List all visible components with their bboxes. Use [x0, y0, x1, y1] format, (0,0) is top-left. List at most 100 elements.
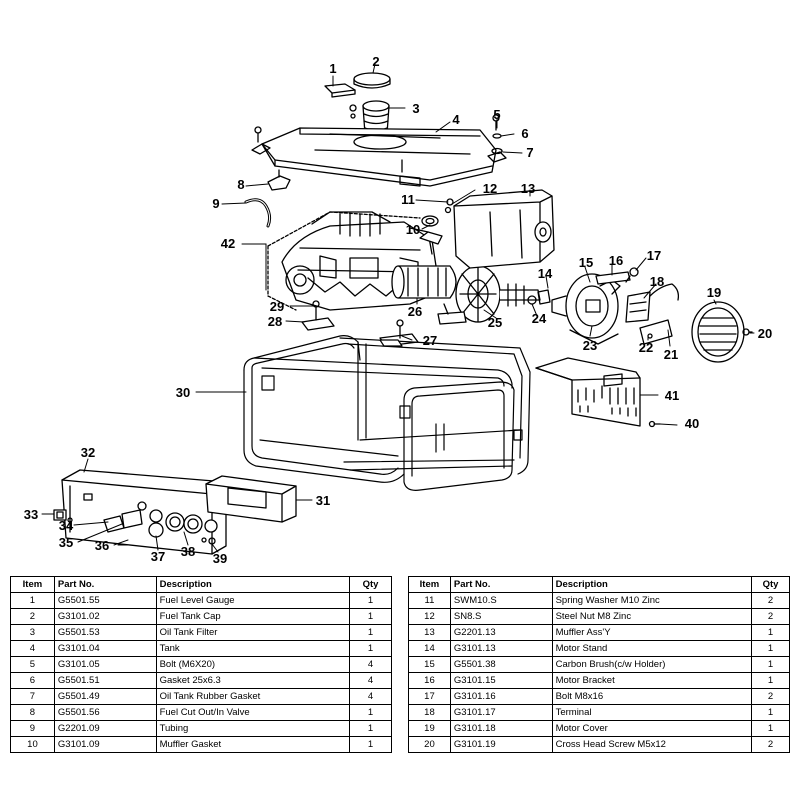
- callout-40: 40: [685, 416, 699, 431]
- qty-cell: 1: [751, 672, 790, 689]
- item-cell: 4: [10, 640, 55, 657]
- description-cell: Oil Tank Rubber Gasket: [155, 688, 351, 705]
- exploded-parts-diagram: 1 2 3 4 5 6 7 8 9 10 11 12 13 14 15 16 1…: [24, 54, 772, 566]
- description-cell: Gasket 25x6.3: [155, 672, 351, 689]
- callout-26: 26: [408, 304, 422, 319]
- qty-cell: 4: [349, 672, 392, 689]
- callout-22: 22: [639, 340, 653, 355]
- callout-41: 41: [665, 388, 679, 403]
- callout-9: 9: [212, 196, 219, 211]
- item-cell: 15: [408, 656, 451, 673]
- part-no-cell: G5501.55: [53, 592, 157, 609]
- item-cell: 1: [10, 592, 55, 609]
- callout-16: 16: [609, 253, 623, 268]
- frame: [243, 335, 531, 491]
- qty-cell: 1: [751, 640, 790, 657]
- panel-switch: [53, 509, 67, 521]
- callout-18: 18: [650, 274, 664, 289]
- item-cell: 10: [10, 736, 55, 753]
- part-no-cell: G3101.04: [53, 640, 157, 657]
- callout-29: 29: [270, 299, 284, 314]
- generator-end-housing: [551, 273, 621, 345]
- callout-numbers: 1 2 3 4 5 6 7 8 9 10 11 12 13 14 15 16 1…: [24, 54, 772, 566]
- tank: [251, 127, 507, 187]
- description-cell: Motor Cover: [551, 720, 753, 737]
- fuel-level-gauge: [324, 83, 356, 98]
- description-cell: Muffler Gasket: [155, 736, 351, 753]
- item-cell: 11: [408, 592, 451, 609]
- callout-13: 13: [521, 181, 535, 196]
- description-cell: Tank: [155, 640, 351, 657]
- description-cell: Bolt M8x16: [551, 688, 753, 705]
- col-description-header: Description: [155, 576, 351, 593]
- qty-cell: 1: [751, 656, 790, 673]
- item-cell: 17: [408, 688, 451, 705]
- qty-cell: 1: [349, 608, 392, 625]
- description-cell: Fuel Level Gauge: [155, 592, 351, 609]
- table-header-row: Item Part No. Description Qty: [408, 576, 790, 593]
- part-no-cell: G3101.13: [449, 640, 553, 657]
- stator: [455, 265, 541, 323]
- qty-cell: 2: [751, 688, 790, 705]
- callout-35: 35: [59, 535, 73, 550]
- qty-cell: 1: [349, 640, 392, 657]
- callout-3: 3: [412, 101, 419, 116]
- callout-8: 8: [237, 177, 244, 192]
- callout-36: 36: [95, 538, 109, 553]
- part-no-cell: G3101.02: [53, 608, 157, 625]
- callout-24: 24: [532, 311, 547, 326]
- item-cell: 14: [408, 640, 451, 657]
- callout-2: 2: [372, 54, 379, 69]
- description-cell: Motor Stand: [551, 640, 753, 657]
- part-no-cell: SN8.S: [449, 608, 553, 625]
- panel-components: [103, 509, 218, 545]
- cross-head-screw: [742, 328, 753, 336]
- item-cell: 13: [408, 624, 451, 641]
- control-panel: [61, 469, 227, 555]
- cover-screw: [648, 420, 661, 428]
- item-cell: 6: [10, 672, 55, 689]
- callout-12: 12: [483, 181, 497, 196]
- description-cell: Tubing: [155, 720, 351, 737]
- part-no-cell: G3101.16: [449, 688, 553, 705]
- col-item-header: Item: [408, 576, 451, 593]
- item-cell: 18: [408, 704, 451, 721]
- callout-15: 15: [579, 255, 593, 270]
- qty-cell: 4: [349, 688, 392, 705]
- part-no-cell: SWM10.S: [449, 592, 553, 609]
- part-no-cell: G5501.49: [53, 688, 157, 705]
- leader-lines: [41, 63, 755, 553]
- item-cell: 16: [408, 672, 451, 689]
- qty-cell: 1: [349, 704, 392, 721]
- callout-17: 17: [647, 248, 661, 263]
- side-cover: [535, 357, 641, 427]
- qty-cell: 1: [349, 592, 392, 609]
- col-part-no-header: Part No.: [449, 576, 553, 593]
- tubing: [244, 198, 272, 228]
- item-cell: 9: [10, 720, 55, 737]
- rotor: [391, 265, 457, 299]
- callout-14: 14: [538, 266, 553, 281]
- qty-cell: 4: [349, 656, 392, 673]
- item-cell: 20: [408, 736, 451, 753]
- col-qty-header: Qty: [751, 576, 790, 593]
- callout-37: 37: [151, 549, 165, 564]
- description-cell: Oil Tank Filter: [155, 624, 351, 641]
- col-part-no-header: Part No.: [53, 576, 157, 593]
- description-cell: Spring Washer M10 Zinc: [551, 592, 753, 609]
- callout-19: 19: [707, 285, 721, 300]
- part-no-cell: G5501.53: [53, 624, 157, 641]
- description-cell: Cross Head Screw M5x12: [551, 736, 753, 753]
